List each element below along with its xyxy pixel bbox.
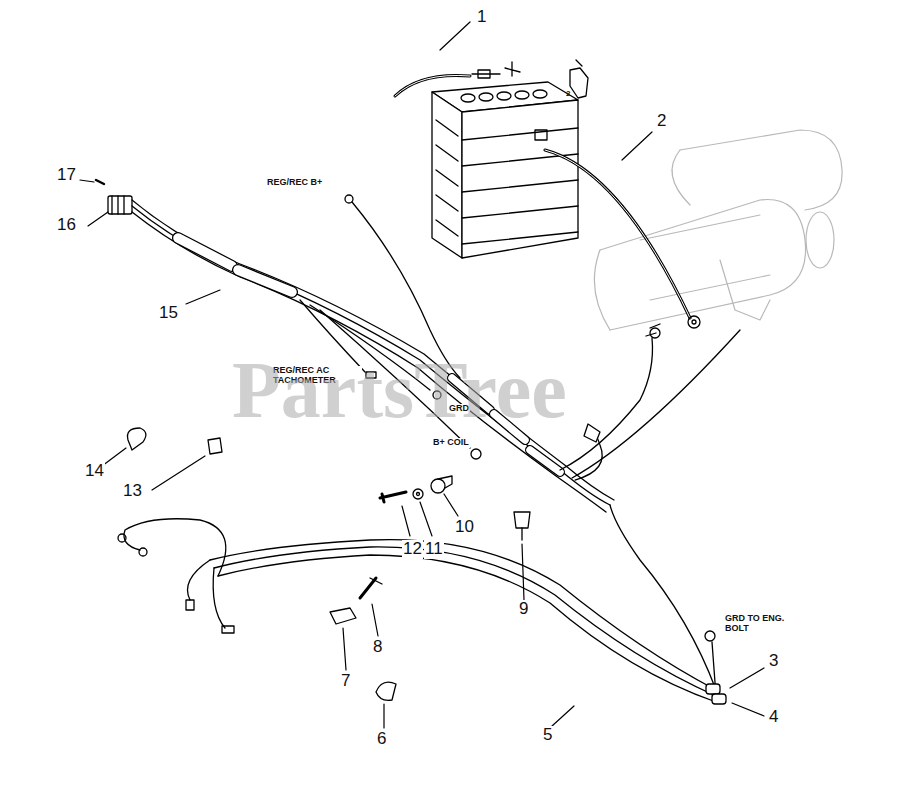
watermark: PartsTree bbox=[232, 346, 567, 434]
callout-number: 14 bbox=[84, 462, 105, 481]
callout-number: 5 bbox=[542, 726, 553, 745]
leader-lines bbox=[80, 22, 764, 728]
callout-number: 1 bbox=[476, 8, 487, 27]
callout-number: 10 bbox=[454, 518, 475, 537]
callout-number: 6 bbox=[376, 730, 387, 749]
callout-number: 4 bbox=[768, 708, 779, 727]
starter-motor bbox=[594, 130, 842, 330]
wire-label: REG/REC B+ bbox=[266, 178, 323, 188]
callout-number: 15 bbox=[158, 304, 179, 323]
callout-number: 12 bbox=[402, 540, 423, 559]
callout-number: 16 bbox=[56, 216, 77, 235]
connector-16 bbox=[108, 196, 132, 214]
wire-label: B+ COIL bbox=[432, 438, 470, 448]
battery-marking: 2 bbox=[566, 90, 570, 99]
callout-number: 9 bbox=[518, 600, 529, 619]
callout-number: 8 bbox=[372, 638, 383, 657]
callout-number: 11 bbox=[424, 540, 444, 559]
callout-number: 7 bbox=[340, 672, 351, 691]
callout-number: 13 bbox=[122, 482, 143, 501]
callout-number: 3 bbox=[768, 652, 779, 671]
callout-number: 17 bbox=[56, 166, 77, 185]
callout-number: 2 bbox=[656, 112, 667, 131]
wire-label: GRD TO ENG. BOLT bbox=[724, 614, 804, 634]
